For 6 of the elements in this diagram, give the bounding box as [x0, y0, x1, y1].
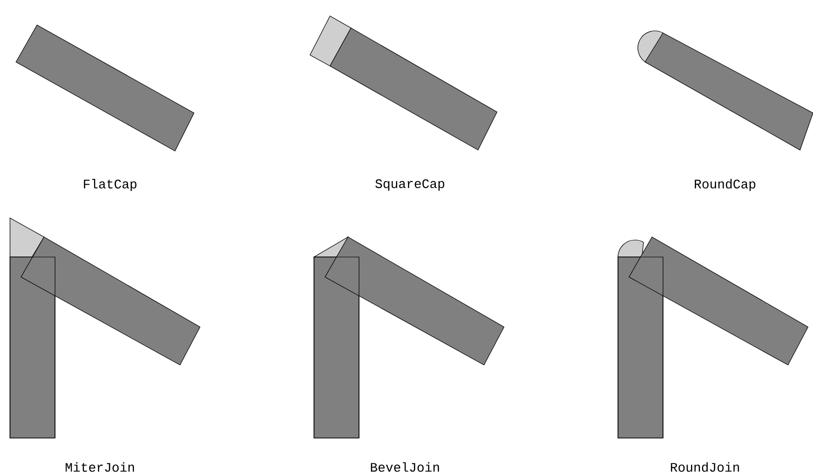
style-name: SquareCap — [375, 179, 444, 191]
style-name: RoundJoin — [670, 462, 739, 472]
style-name: RoundCap — [694, 178, 756, 192]
style-name: FlatCap — [84, 178, 136, 192]
style-name: MiterJoin — [66, 462, 134, 472]
style-name: BevelJoin — [370, 462, 439, 472]
